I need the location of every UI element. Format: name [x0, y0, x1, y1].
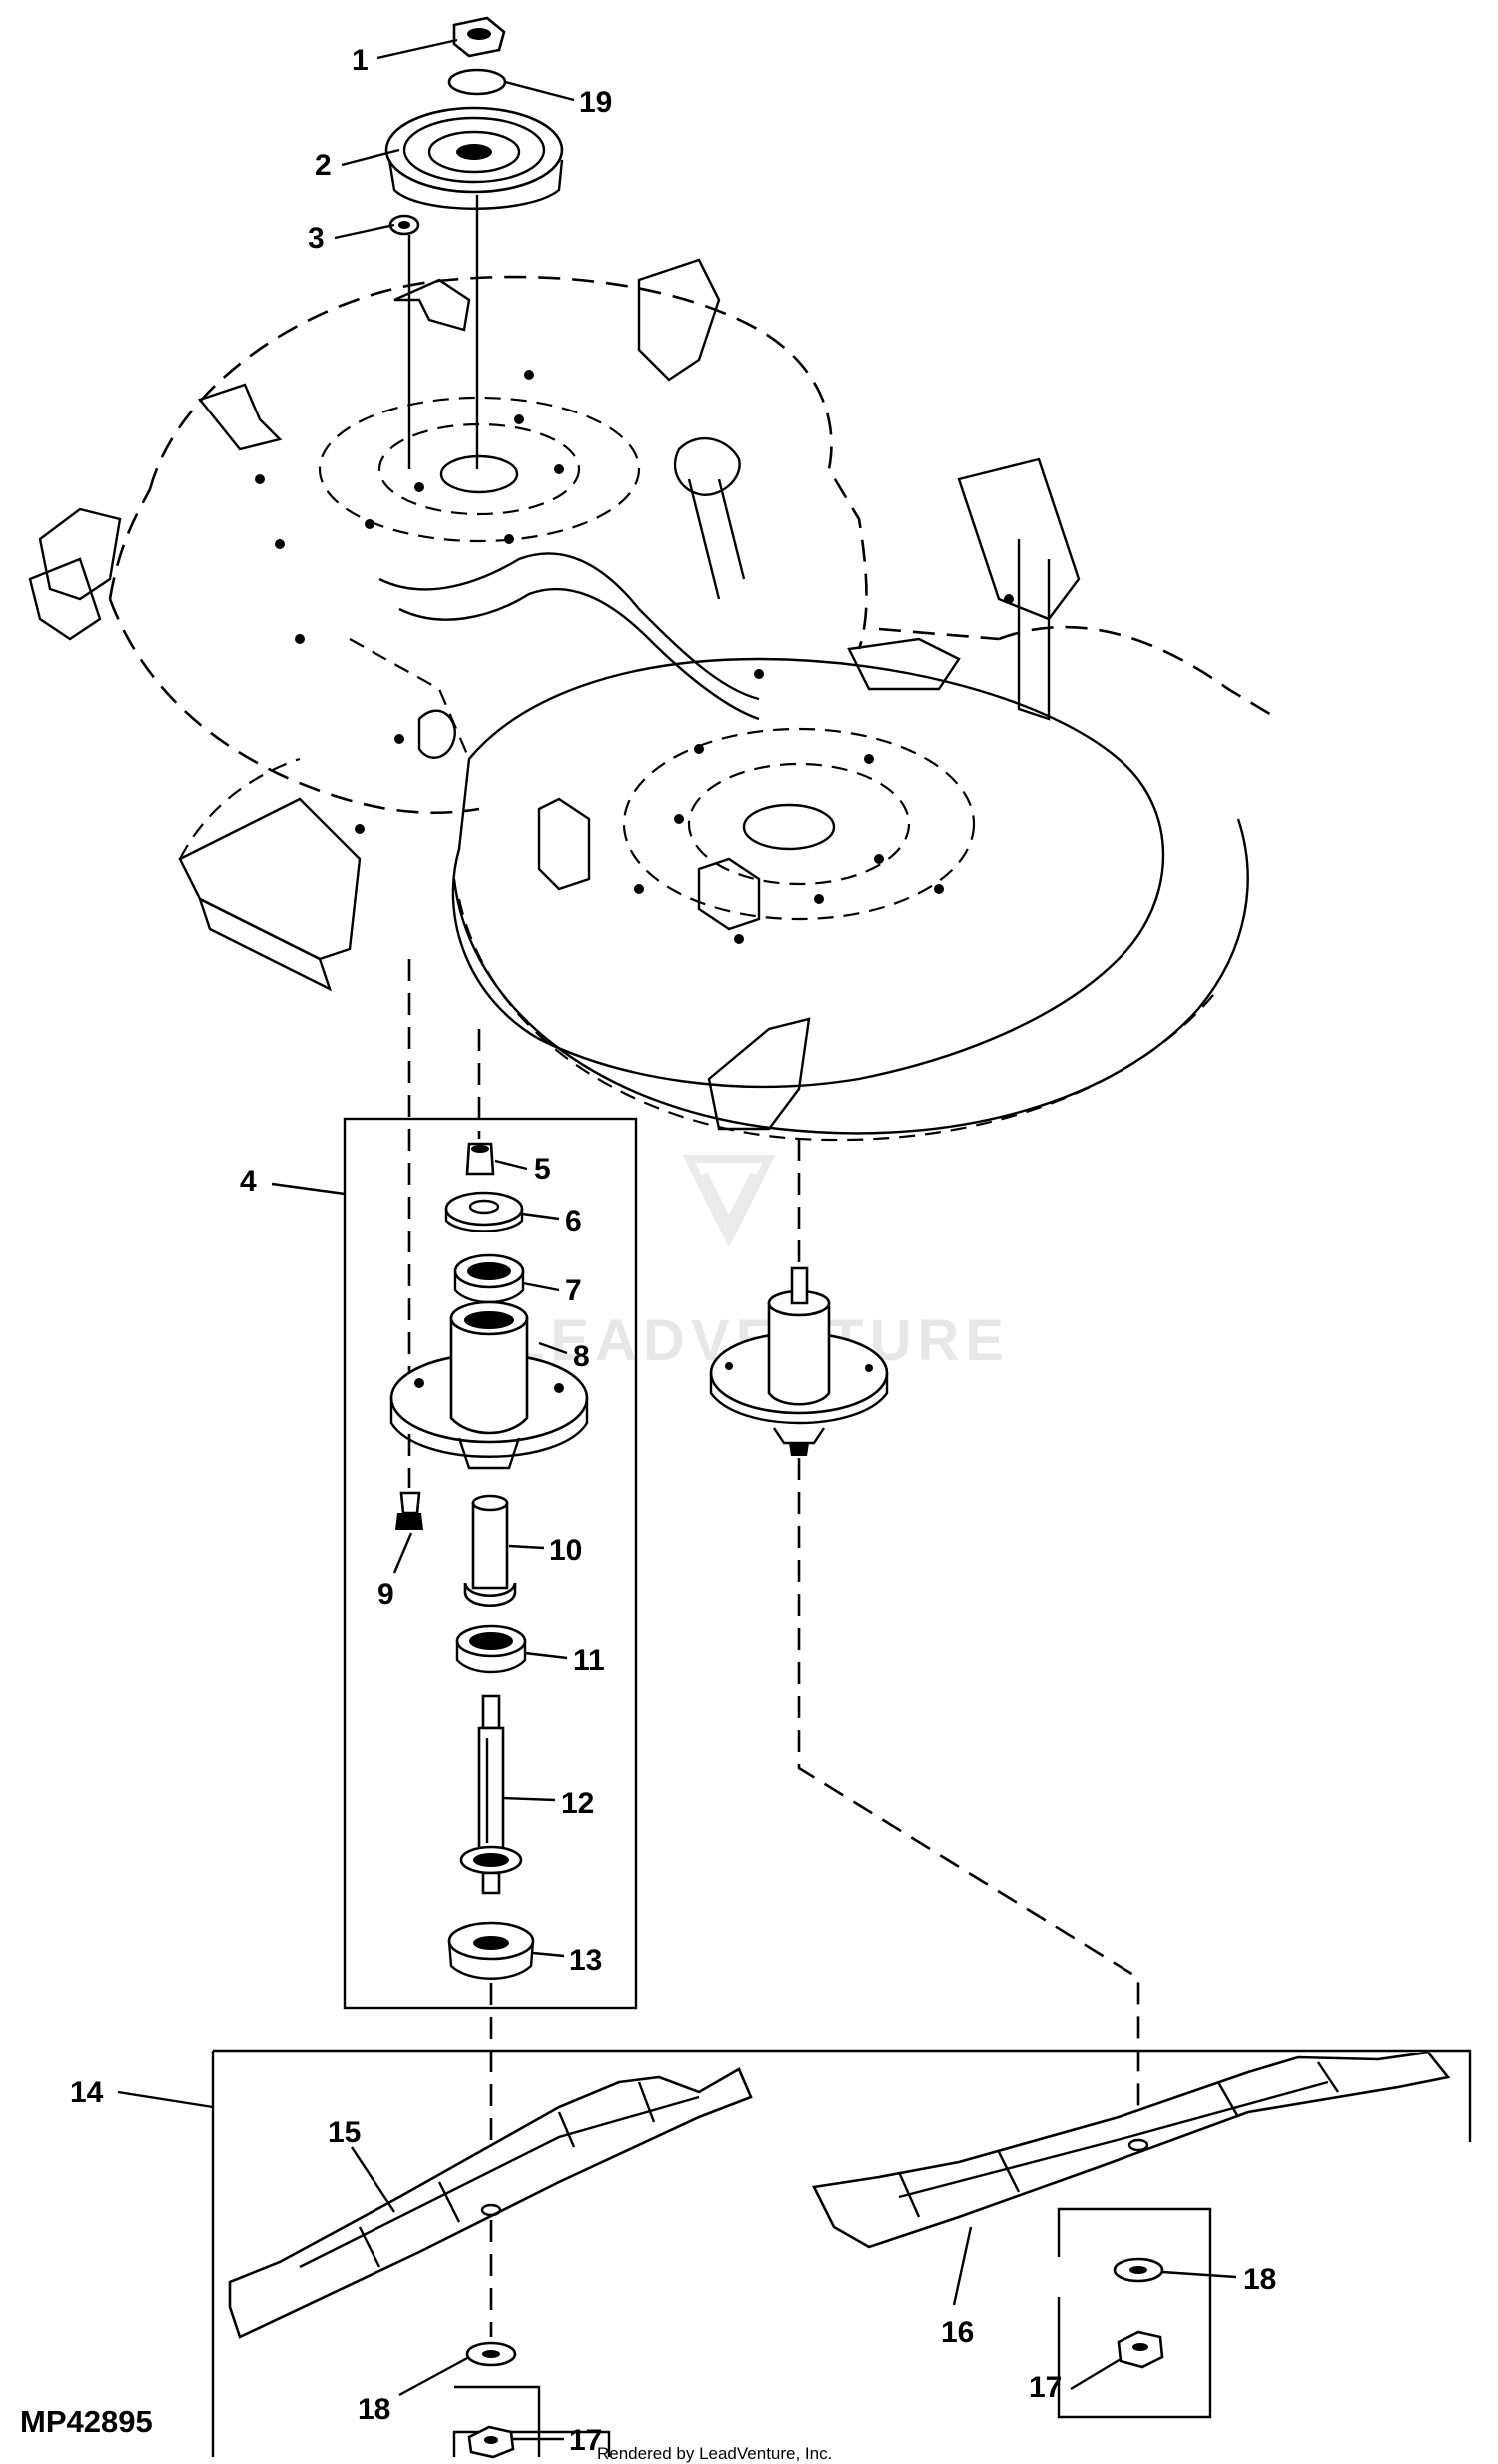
- bolt-9: [395, 1491, 423, 1530]
- callout-4: 4: [240, 1165, 257, 1198]
- nut-17-right: [1117, 2330, 1164, 2369]
- callout-16: 16: [941, 2316, 974, 2349]
- pulley-2: [384, 106, 564, 210]
- bearing-7: [453, 1253, 525, 1304]
- washer-18-right: [1113, 2257, 1164, 2283]
- grease-fitting-5: [465, 1142, 495, 1176]
- spindle-shaft-12: [459, 1694, 523, 1895]
- spacer-10: [463, 1494, 517, 1607]
- callout-11: 11: [573, 1644, 605, 1677]
- blade-16: [812, 2051, 1451, 2249]
- callout-1: 1: [352, 44, 369, 77]
- leader-lines: [117, 38, 1237, 2441]
- callout-15: 15: [328, 2116, 361, 2149]
- blade-15: [228, 2067, 753, 2339]
- washer-19: [447, 68, 507, 96]
- callout-9: 9: [377, 1578, 394, 1611]
- blade-kit-box: [213, 2049, 1472, 2142]
- credit-text: Rendered by LeadVenture, Inc.: [597, 2444, 832, 2463]
- callout-12: 12: [561, 1787, 594, 1820]
- callout-3: 3: [308, 222, 325, 255]
- callout-8: 8: [573, 1340, 590, 1373]
- callout-14: 14: [70, 2076, 104, 2109]
- callout-13: 13: [569, 1944, 602, 1977]
- spindle-housing-8: [389, 1300, 589, 1470]
- bearing-11: [455, 1624, 527, 1674]
- callout-7: 7: [565, 1274, 582, 1307]
- mower-deck: [28, 258, 1279, 1142]
- callout-18-right: 18: [1243, 2263, 1276, 2296]
- washer-18-left: [465, 2341, 517, 2367]
- nut-1: [452, 16, 506, 58]
- figure-id: MP42895: [20, 2404, 153, 2439]
- callout-labels: 1 19 2 3 4 5 6 7 8 9 10 11 12 13 14 15 1…: [70, 44, 1276, 2457]
- cup-13: [447, 1921, 535, 1980]
- callout-17-right: 17: [1029, 2371, 1062, 2404]
- spindle-assembly-right: [709, 1266, 889, 1456]
- callout-5: 5: [534, 1153, 551, 1186]
- callout-19: 19: [579, 86, 612, 119]
- callout-2: 2: [315, 149, 332, 182]
- callout-18-left: 18: [358, 2393, 390, 2426]
- callout-17-left: 17: [569, 2424, 602, 2457]
- callout-6: 6: [565, 1205, 582, 1237]
- nut-17-left: [467, 2425, 515, 2459]
- spindle-assembly-box: [343, 1117, 638, 2010]
- bushing-3: [388, 214, 420, 236]
- washer-6: [444, 1191, 524, 1232]
- callout-10: 10: [549, 1534, 582, 1567]
